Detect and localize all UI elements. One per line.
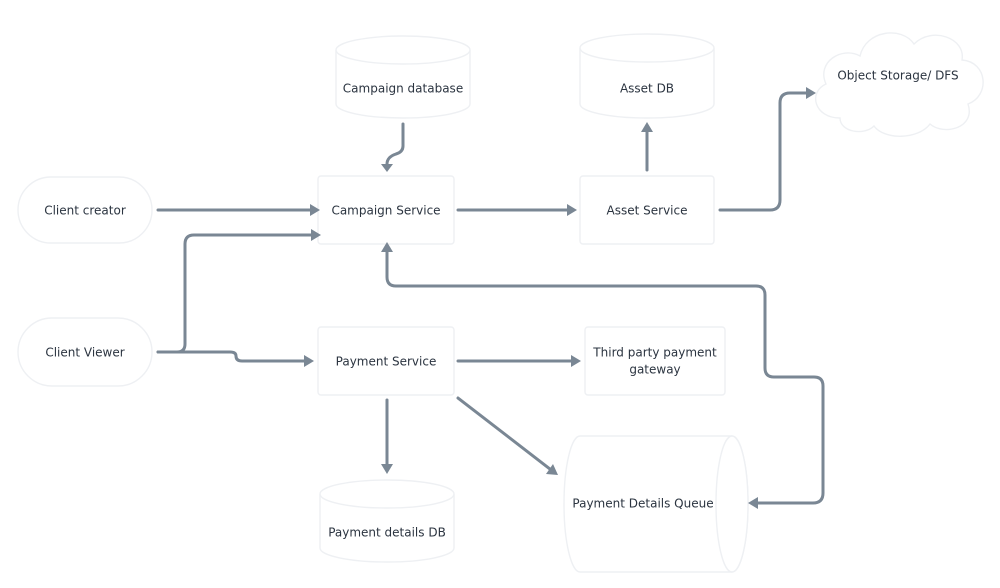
payment-details-db-node: Payment details DB	[319, 479, 455, 563]
third-party-gateway-node: Third party payment gateway	[584, 326, 726, 396]
arrow-client-viewer-to-campaign-service	[156, 229, 321, 354]
payment-details-queue-label: Payment Details Queue	[572, 497, 713, 511]
client-creator-label: Client creator	[44, 204, 126, 218]
arrow-payment-service-to-payment-details-db	[381, 398, 393, 474]
payment-details-queue-node: Payment Details Queue	[563, 435, 749, 573]
object-storage-label: Object Storage/ DFS	[837, 69, 958, 83]
third-party-label-line2: gateway	[629, 363, 680, 377]
arrow-campaign-db-to-campaign-service	[381, 122, 405, 172]
arrow-client-viewer-to-payment-service	[156, 350, 314, 367]
asset-service-label: Asset Service	[607, 204, 688, 218]
payment-service-label: Payment Service	[336, 355, 437, 369]
arrow-queue-to-campaign-service	[381, 242, 825, 509]
client-viewer-node: Client Viewer	[17, 317, 153, 387]
payment-details-db-label: Payment details DB	[328, 526, 446, 540]
object-storage-node: Object Storage/ DFS	[815, 32, 984, 137]
asset-service-node: Asset Service	[579, 175, 715, 245]
arrow-client-creator-to-campaign-service	[156, 204, 320, 216]
arrow-campaign-service-to-asset-service	[456, 204, 577, 216]
arrow-payment-service-to-queue	[456, 396, 558, 475]
asset-db-node: Asset DB	[579, 33, 715, 119]
third-party-label-line1: Third party payment	[592, 346, 717, 360]
arrow-asset-service-to-object-storage	[718, 87, 816, 212]
arrow-asset-service-to-asset-db	[641, 122, 653, 172]
campaign-database-label: Campaign database	[343, 82, 463, 96]
payment-service-node: Payment Service	[317, 326, 455, 396]
client-viewer-label: Client Viewer	[45, 346, 124, 360]
client-creator-node: Client creator	[17, 176, 153, 244]
campaign-service-label: Campaign Service	[331, 204, 440, 218]
arrow-payment-service-to-gateway	[456, 355, 581, 367]
campaign-database-node: Campaign database	[335, 35, 471, 119]
campaign-service-node: Campaign Service	[317, 175, 455, 245]
asset-db-label: Asset DB	[620, 82, 674, 96]
